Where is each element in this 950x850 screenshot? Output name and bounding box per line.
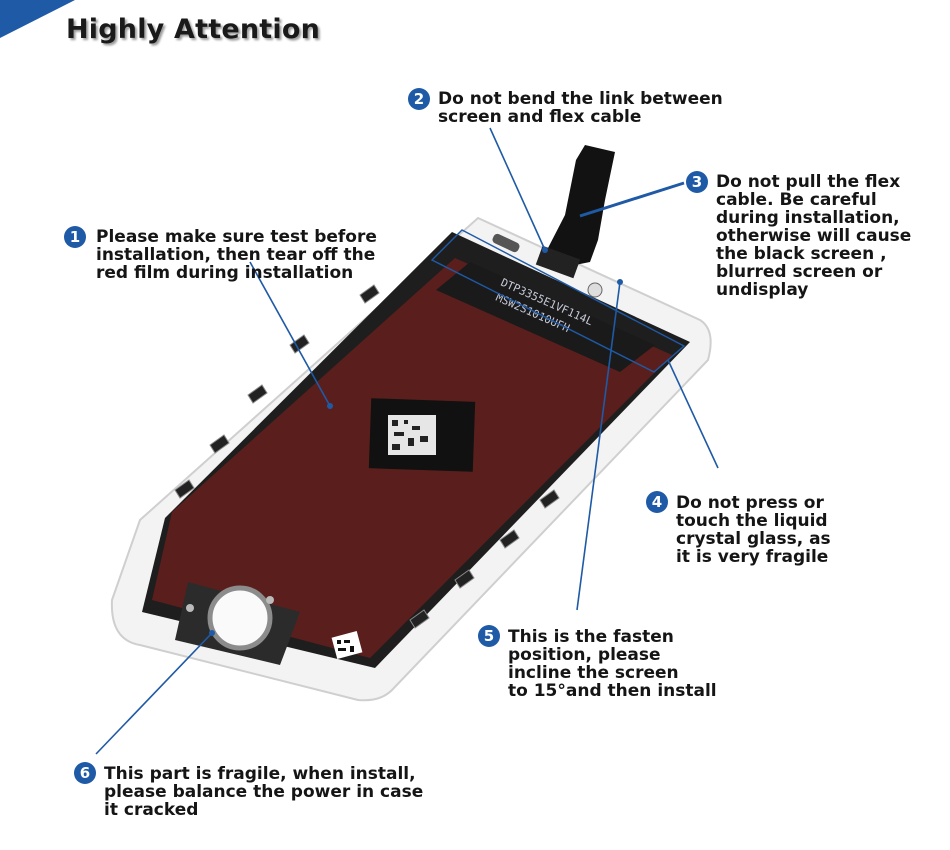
home-button-hole: [207, 585, 273, 651]
note-1-text: Please make sure test before installatio…: [96, 228, 377, 282]
highlight-box: [430, 229, 686, 373]
note-line: red film during installation: [96, 263, 354, 283]
note-5-text: This is the fasten position, please incl…: [508, 628, 717, 700]
page-title: Highly Attention: [66, 14, 321, 45]
note-line: position, please: [508, 645, 661, 665]
note-1-badge: 1: [64, 226, 86, 248]
note-line: installation, then tear off the: [96, 245, 376, 265]
note-line: undisplay: [716, 280, 809, 300]
note-line: Do not press or: [676, 493, 824, 513]
note-line: during installation,: [716, 208, 900, 228]
note-6-badge: 6: [74, 762, 96, 784]
note-line: This part is fragile, when install,: [104, 764, 416, 784]
note-3-badge: 3: [686, 171, 708, 193]
pointer-line-5: [576, 281, 621, 611]
flex-cable: [548, 145, 615, 268]
corner-accent: [0, 0, 75, 38]
note-2-text: Do not bend the link between screen and …: [438, 90, 723, 126]
note-line: touch the liquid: [676, 511, 828, 531]
pointer-line-4: [667, 359, 719, 469]
pointer-line-6: [95, 632, 213, 755]
note-line: Do not pull the flex: [716, 172, 901, 192]
note-line: crystal glass, as: [676, 529, 831, 549]
note-line: screen and flex cable: [438, 107, 642, 127]
note-4-badge: 4: [646, 491, 668, 513]
note-line: Do not bend the link between: [438, 89, 723, 109]
note-3-text: Do not pull the flex cable. Be careful d…: [716, 173, 911, 299]
pointer-line-3: [579, 181, 685, 218]
note-line: Please make sure test before: [96, 227, 377, 247]
note-line: incline the screen: [508, 663, 679, 683]
pointer-line-1: [249, 261, 331, 407]
note-line: please balance the power in case: [104, 782, 424, 802]
note-2-badge: 2: [408, 88, 430, 110]
note-5-badge: 5: [478, 625, 500, 647]
barcode-sticker: [331, 631, 363, 659]
note-line: it is very fragile: [676, 547, 829, 567]
note-line: otherwise will cause: [716, 226, 912, 246]
note-4-text: Do not press or touch the liquid crystal…: [676, 494, 831, 566]
note-line: to 15°and then install: [508, 681, 717, 701]
note-6-text: This part is fragile, when install, plea…: [104, 765, 423, 819]
note-line: cable. Be careful: [716, 190, 877, 210]
note-line: it cracked: [104, 800, 199, 820]
note-line: the black screen ,: [716, 244, 887, 264]
note-line: This is the fasten: [508, 627, 674, 647]
note-line: blurred screen or: [716, 262, 883, 282]
pointer-line-2: [489, 127, 546, 251]
